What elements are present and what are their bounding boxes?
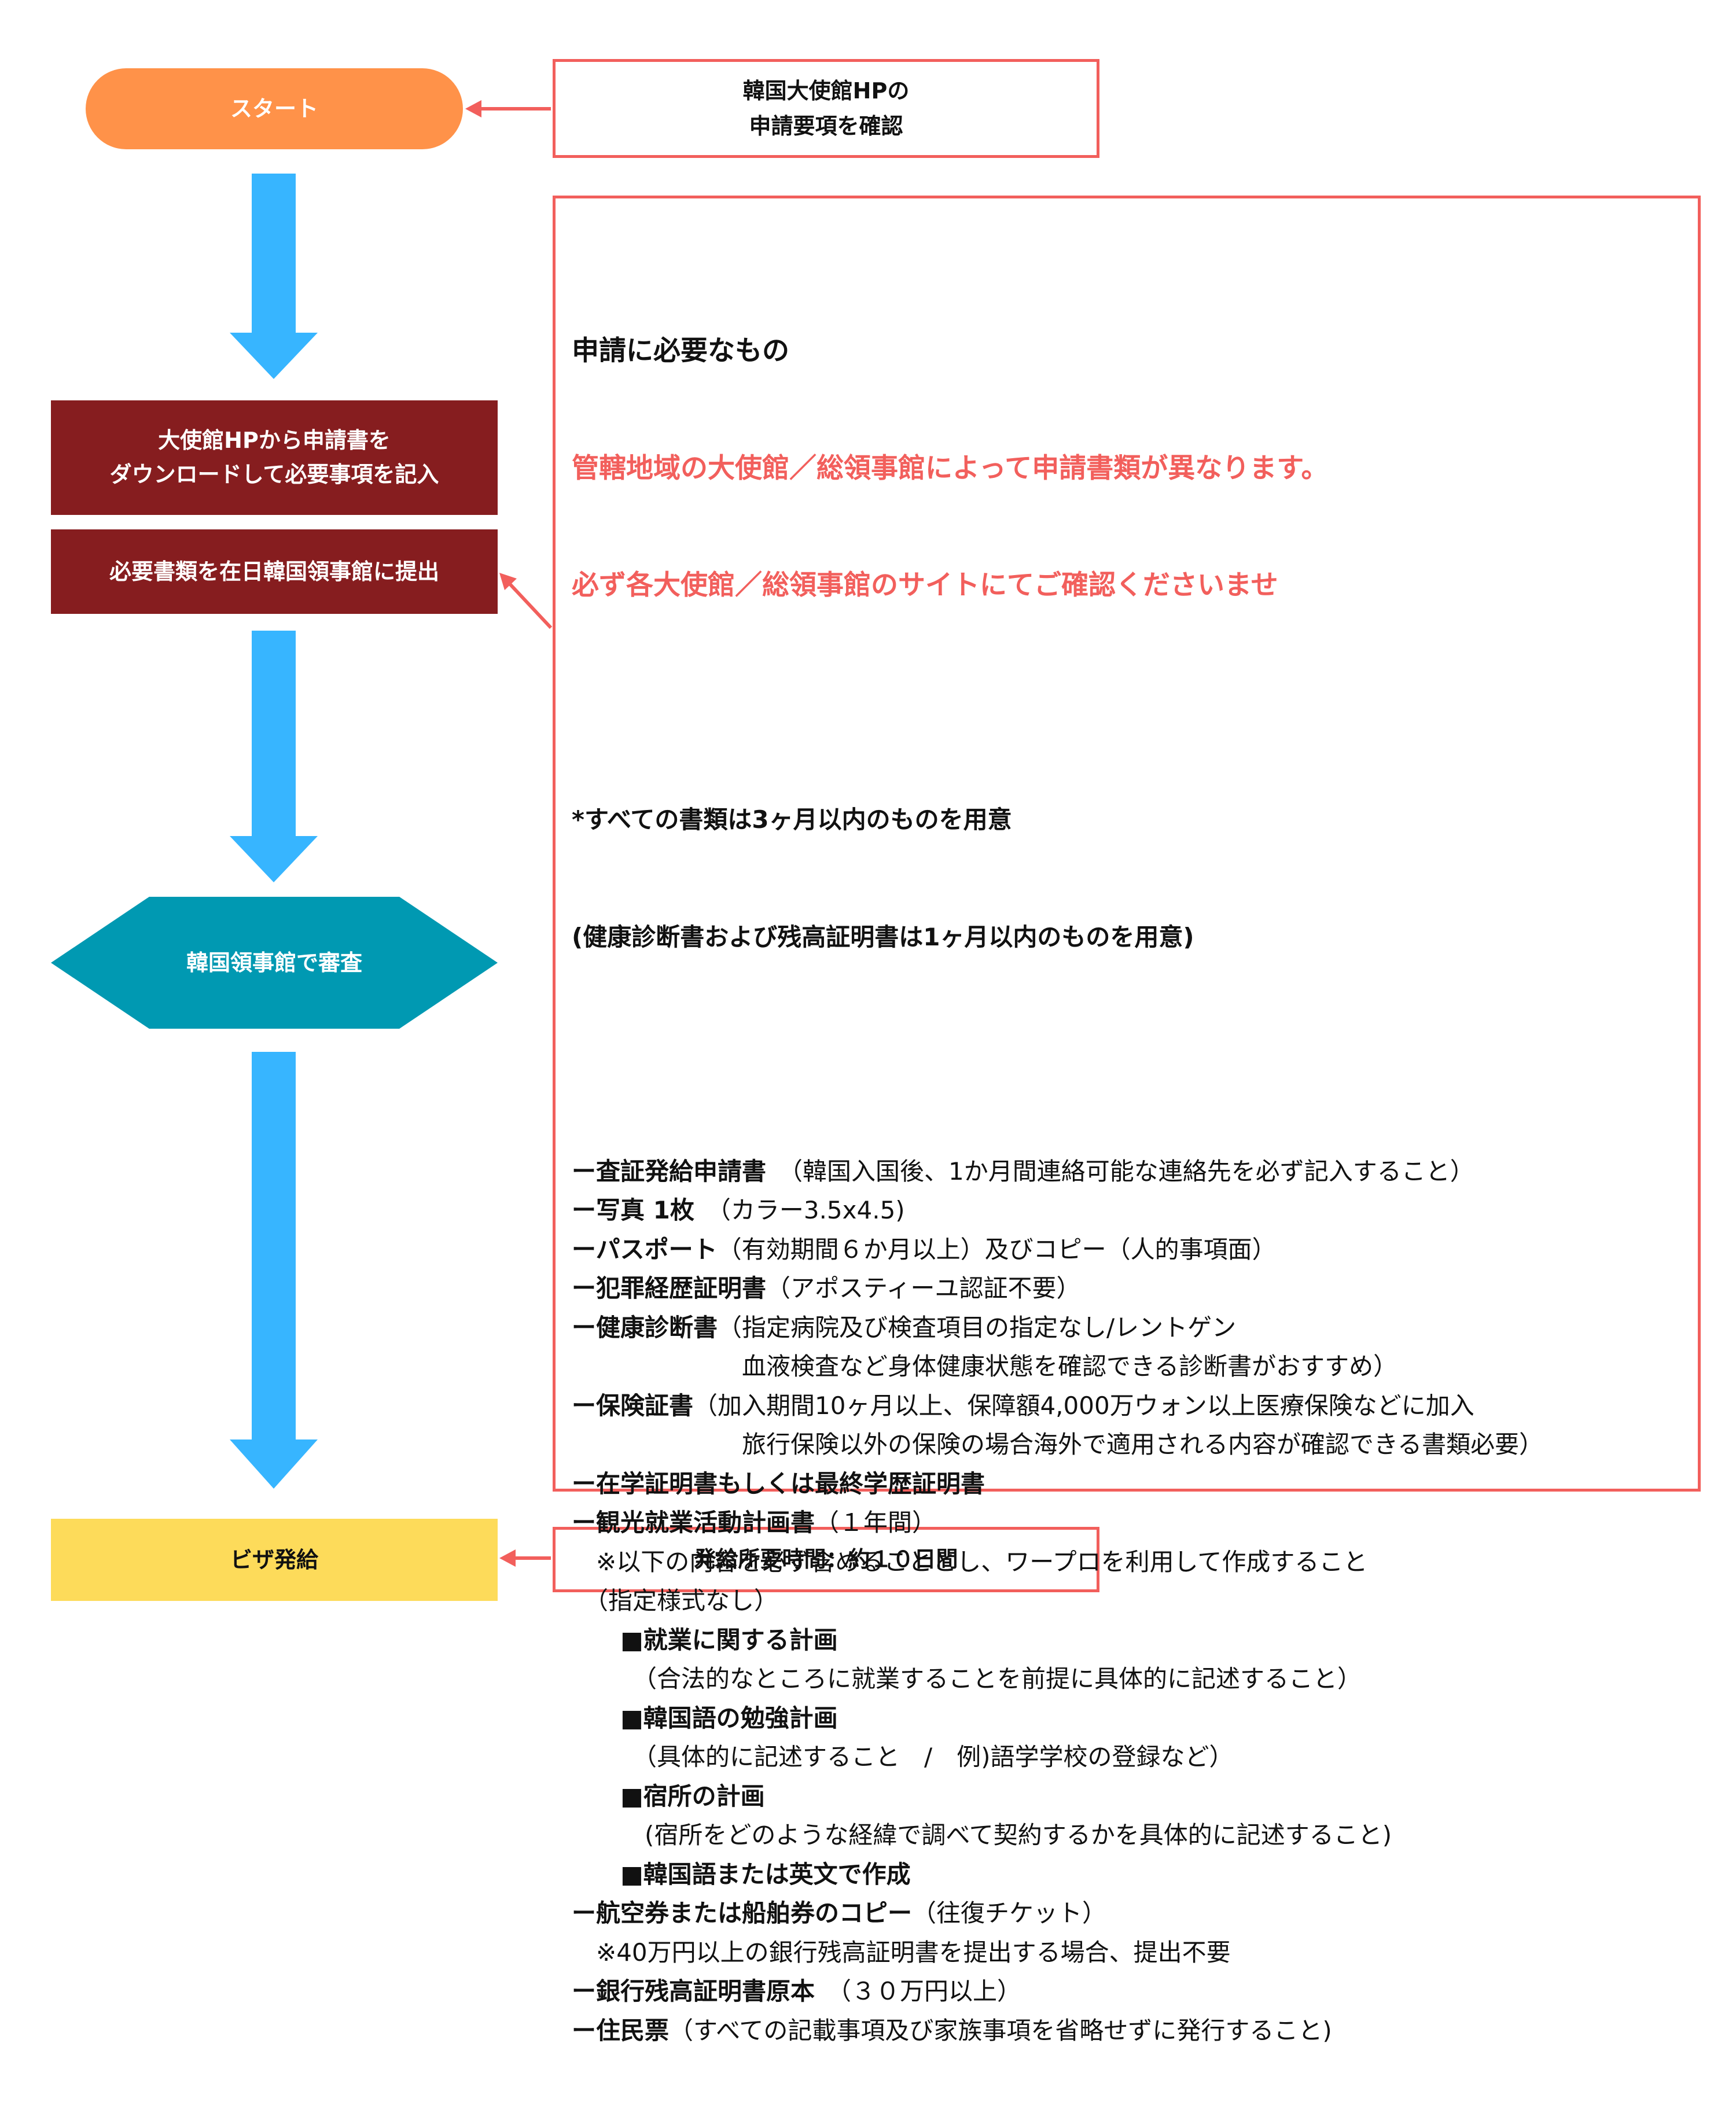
requirement-item-note: (宿所をどのような経緯で調べて契約するかを具体的に記述すること): [572, 1821, 1392, 1849]
requirement-item-note: （加入期間10ヶ月以上、保障額4,000万ウォン以上医療保険などに加入: [693, 1391, 1474, 1420]
requirement-item-note: （具体的に記述すること / 例)語学学校の登録など）: [572, 1743, 1234, 1771]
requirement-item: ー観光就業活動計画書（１年間）: [572, 1503, 1689, 1542]
download-step-line-2: ダウンロードして必要事項を記入: [109, 462, 439, 487]
requirement-item-note: 旅行保険以外の保険の場合海外で適用される内容が確認できる書類必要）: [572, 1430, 1544, 1459]
requirement-item-note: （３０万円以上）: [815, 1977, 1022, 2005]
submit-step-label: 必要書類を在日韓国領事館に提出: [109, 558, 439, 584]
requirement-item-name: ーパスポート: [572, 1235, 718, 1264]
down-arrow-icon: [230, 631, 318, 882]
requirement-item-name: ー航空券または船舶券のコピー: [572, 1899, 913, 1927]
review-label: 韓国領事館で審査: [186, 949, 362, 975]
requirement-item-note: 血液検査など身体健康状態を確認できる診断書がおすすめ）: [572, 1352, 1398, 1380]
requirement-item-name: ー査証発給申請書: [572, 1157, 767, 1186]
visa-issue-node: ビザ発給: [51, 1519, 498, 1601]
requirement-item-name: ー健康診断書: [572, 1313, 718, 1342]
requirement-item: （具体的に記述すること / 例)語学学校の登録など）: [572, 1737, 1689, 1777]
validity-note-2: (健康診断書および残高証明書は1ヶ月以内のものを用意): [572, 922, 1194, 951]
requirement-item: ※以下の内容を必ず含めることとし、ワープロを利用して作成すること: [572, 1542, 1689, 1582]
requirements-title: 申請に必要なもの: [572, 335, 789, 367]
submit-step-node: 必要書類を在日韓国領事館に提出: [51, 529, 498, 614]
requirement-item-note: ※以下の内容を必ず含めることとし、ワープロを利用して作成すること: [572, 1547, 1368, 1576]
requirement-item-note: （合法的なところに就業することを前提に具体的に記述すること）: [572, 1665, 1362, 1693]
visa-issue-label: ビザ発給: [230, 1547, 318, 1573]
requirement-item-name: ー観光就業活動計画書: [572, 1508, 815, 1537]
requirement-item: ー航空券または船舶券のコピー（往復チケット）: [572, 1894, 1689, 1933]
left-arrow-icon: [499, 1549, 551, 1567]
requirement-item: (宿所をどのような経緯で調べて契約するかを具体的に記述すること): [572, 1816, 1689, 1855]
requirements-warning-2: 必ず各大使館／総領事館のサイトにてご確認くださいませ: [572, 569, 1278, 601]
flow-arrows: [230, 174, 318, 1489]
requirement-item-name: ー在学証明書もしくは最終学歴証明書: [572, 1469, 985, 1498]
requirement-item-note: （有効期間６か月以上）及びコピー（人的事項面）: [717, 1235, 1277, 1264]
requirement-item: ■韓国語または英文で作成: [572, 1855, 1689, 1894]
requirement-item-note: （１年間）: [815, 1508, 937, 1537]
requirement-item: ーパスポート（有効期間６か月以上）及びコピー（人的事項面）: [572, 1230, 1689, 1269]
requirement-item-name: ー保険証書: [572, 1391, 694, 1420]
requirements-warning-1: 管轄地域の大使館／総領事館によって申請書類が異なります。: [572, 452, 1329, 484]
requirement-item: ー銀行残高証明書原本 （３０万円以上）: [572, 1972, 1689, 2011]
requirement-item: 血液検査など身体健康状態を確認できる診断書がおすすめ）: [572, 1347, 1689, 1386]
left-arrow-icon: [465, 100, 551, 117]
requirement-item-name: ■韓国語または英文で作成: [572, 1860, 911, 1888]
validity-note-1: *すべての書類は3ヶ月以内のものを用意: [572, 805, 1012, 834]
requirement-item: ■韓国語の勉強計画: [572, 1699, 1689, 1738]
start-label: スタート: [230, 95, 318, 122]
requirement-item-note: （すべての記載事項及び家族事項を省略せずに発行すること): [669, 2016, 1332, 2045]
diagonal-arrow-icon: [499, 573, 553, 629]
arrows-layer: [230, 100, 553, 1567]
requirement-item: ■宿所の計画: [572, 1777, 1689, 1816]
download-step-node: 大使館HPから申請書を ダウンロードして必要事項を記入: [51, 400, 498, 515]
requirement-item-note: （カラー3.5x4.5): [694, 1196, 905, 1224]
requirement-item: ー在学証明書もしくは最終学歴証明書: [572, 1464, 1689, 1504]
requirement-item-note: （指定病院及び検査項目の指定なし/レントゲン: [718, 1313, 1237, 1342]
start-node: スタート: [86, 68, 463, 149]
note-arrows: [465, 100, 553, 1567]
requirement-item: （合法的なところに就業することを前提に具体的に記述すること）: [572, 1659, 1689, 1699]
down-arrow-icon: [230, 1052, 318, 1489]
requirement-item: （指定様式なし）: [572, 1581, 1689, 1621]
requirement-item-name: ー住民票: [572, 2016, 670, 2045]
requirement-item: 旅行保険以外の保険の場合海外で適用される内容が確認できる書類必要）: [572, 1425, 1689, 1464]
requirement-item: ー査証発給申請書 （韓国入国後、1か月間連絡可能な連絡先を必ず記入すること）: [572, 1152, 1689, 1191]
down-arrow-icon: [230, 174, 318, 379]
processing-time-note: 発給所要時間：約１０日間: [553, 1527, 1099, 1592]
processing-time-label: 発給所要時間：約１０日間: [694, 1547, 958, 1573]
requirement-item-name: ー銀行残高証明書原本: [572, 1977, 815, 2005]
requirement-item-name: ■韓国語の勉強計画: [572, 1703, 838, 1732]
requirement-item-name: ー犯罪経歴証明書: [572, 1274, 767, 1302]
requirement-item: ー写真 1枚 （カラー3.5x4.5): [572, 1191, 1689, 1230]
requirement-item: ー犯罪経歴証明書（アポスティーユ認証不要）: [572, 1269, 1689, 1308]
check-embassy-line-2: 申請要項を確認: [749, 113, 903, 139]
requirement-item-name: ー写真 1枚: [572, 1196, 694, 1224]
check-embassy-line-1: 韓国大使館HPの: [742, 78, 910, 104]
check-embassy-note: 韓国大使館HPの 申請要項を確認: [553, 59, 1099, 158]
requirement-item-note: （往復チケット）: [912, 1899, 1107, 1927]
requirement-item-note: （アポスティーユ認証不要）: [766, 1274, 1081, 1302]
review-node: 韓国領事館で審査: [51, 897, 498, 1029]
requirement-item: ※40万円以上の銀行残高証明書を提出する場合、提出不要: [572, 1933, 1689, 1972]
requirement-item-note: ※40万円以上の銀行残高証明書を提出する場合、提出不要: [572, 1938, 1231, 1967]
download-step-line-1: 大使館HPから申請書を: [158, 428, 391, 454]
requirement-item: ー住民票（すべての記載事項及び家族事項を省略せずに発行すること): [572, 2011, 1689, 2050]
requirement-item-name: ■宿所の計画: [572, 1781, 765, 1810]
requirement-item: ー健康診断書（指定病院及び検査項目の指定なし/レントゲン: [572, 1308, 1689, 1348]
requirement-item-note: （韓国入国後、1か月間連絡可能な連絡先を必ず記入すること）: [766, 1157, 1474, 1186]
requirement-item: ー保険証書（加入期間10ヶ月以上、保障額4,000万ウォン以上医療保険などに加入: [572, 1386, 1689, 1426]
requirement-item-note: （指定様式なし）: [572, 1586, 779, 1615]
